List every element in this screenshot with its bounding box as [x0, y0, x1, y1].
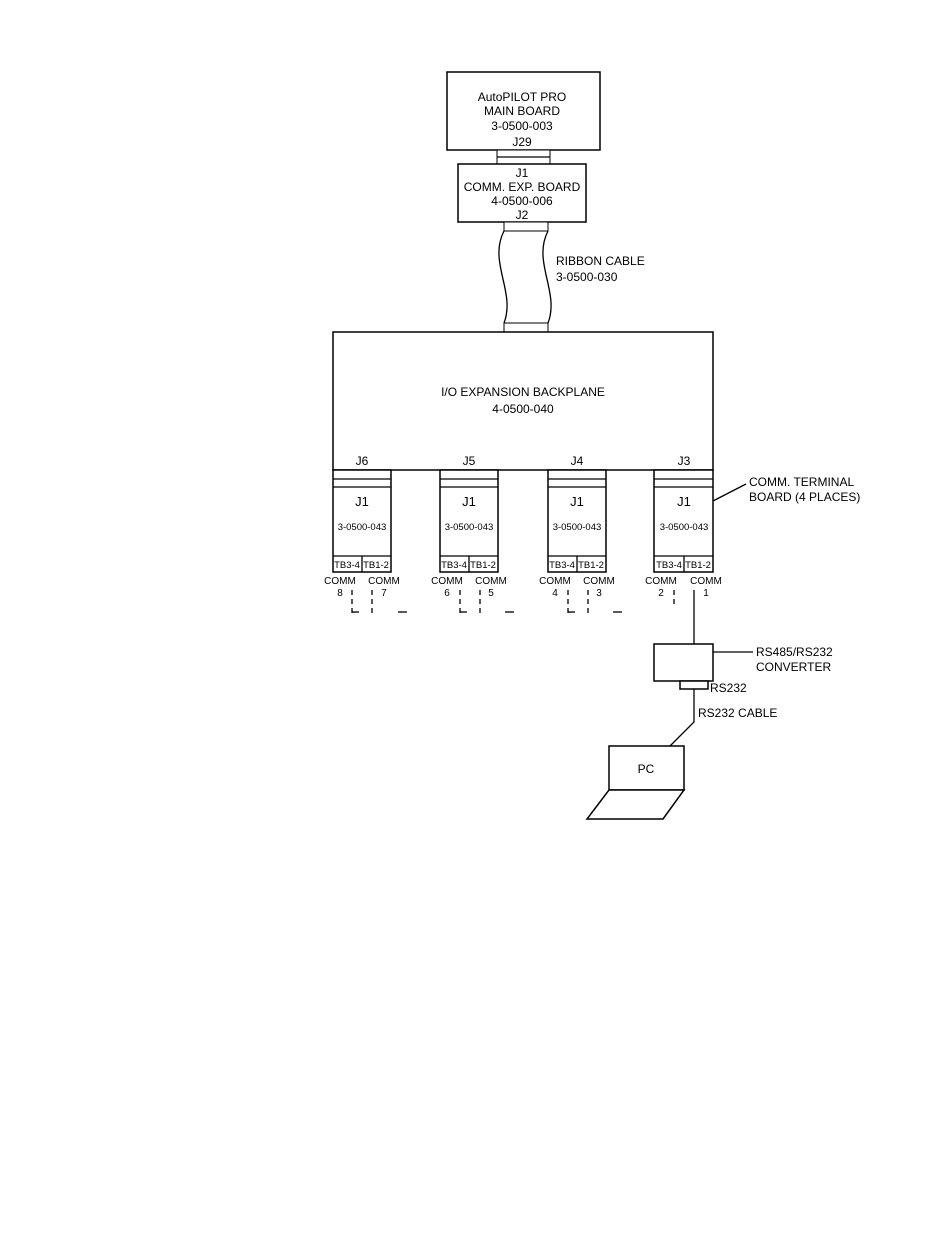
io-expansion-backplane: I/O EXPANSION BACKPLANE 4-0500-040 [332, 331, 714, 471]
terminal-board-j5: J5 J1 3-0500-043 TB3-4 TB1-2 COMM 6 COMM… [431, 454, 514, 617]
terminal-board-j3-connector: J1 [677, 494, 691, 509]
comm-4-label: COMM [539, 576, 571, 587]
backplane-title: I/O EXPANSION BACKPLANE [441, 385, 605, 399]
main-board-part-number: 3-0500-003 [491, 119, 553, 133]
comm-3-number: 3 [596, 588, 602, 599]
terminal-board-j5-tb3-4: TB3-4 [441, 560, 467, 571]
pc-label: PC [638, 762, 655, 776]
rs232-cable-label: RS232 CABLE [698, 706, 777, 720]
terminal-board-j6-part-number: 3-0500-043 [338, 522, 387, 533]
comm-7-label: COMM [368, 576, 400, 587]
terminal-board-j3: J3 J1 3-0500-043 TB3-4 TB1-2 COMM 2 COMM… [645, 454, 722, 644]
terminal-board-j4-part-number: 3-0500-043 [553, 522, 602, 533]
terminal-board-j5-connector: J1 [462, 494, 476, 509]
terminal-board-j6: J6 J1 3-0500-043 TB3-4 TB1-2 COMM 8 COMM… [324, 454, 407, 617]
comm-8-number: 8 [337, 588, 343, 599]
terminal-board-j5-part-number: 3-0500-043 [445, 522, 494, 533]
rs232-cable: RS232 CABLE [669, 689, 777, 747]
slot-label-j6: J6 [356, 454, 369, 468]
terminal-board-j3-part-number: 3-0500-043 [660, 522, 709, 533]
main-board-connector-j29: J29 [512, 135, 532, 149]
terminal-callout-line2: BOARD (4 PLACES) [749, 490, 860, 504]
slot-label-j4: J4 [571, 454, 584, 468]
terminal-board-j3-tb1-2: TB1-2 [685, 560, 711, 571]
main-board-box [446, 71, 601, 151]
comm-exp-board-part-number: 4-0500-006 [491, 194, 553, 208]
comm-5-label: COMM [475, 576, 507, 587]
rs232-port-label: RS232 [710, 681, 747, 695]
comm-exp-board-connector-j1: J1 [516, 166, 529, 180]
comm-exp-board-title: COMM. EXP. BOARD [464, 180, 581, 194]
comm-2-label: COMM [645, 576, 677, 587]
terminal-board-j6-tb1-2: TB1-2 [363, 560, 389, 571]
pc-screen [608, 745, 685, 791]
backplane-part-number: 4-0500-040 [492, 402, 554, 416]
terminal-board-j4-tb1-2: TB1-2 [578, 560, 604, 571]
pc-keyboard-base [585, 789, 686, 820]
converter-box [653, 643, 714, 682]
terminal-board-j4-tb3-4: TB3-4 [549, 560, 575, 571]
terminal-board-j6-connector: J1 [355, 494, 369, 509]
terminal-board-j5-tb1-2: TB1-2 [470, 560, 496, 571]
terminal-board-j4: J4 J1 3-0500-043 TB3-4 TB1-2 COMM 4 COMM… [539, 454, 622, 617]
comm-4-number: 4 [552, 588, 558, 599]
comm-1-label: COMM [690, 576, 722, 587]
terminal-board-j4-connector: J1 [570, 494, 584, 509]
main-board: AutoPILOT PRO MAIN BOARD 3-0500-003 J29 [446, 71, 601, 151]
comm-exp-board-connector-j2: J2 [516, 208, 529, 222]
terminal-board-j3-tb3-4: TB3-4 [656, 560, 682, 571]
rs485-rs232-converter: RS485/RS232 CONVERTER RS232 [653, 643, 833, 695]
pc-laptop: PC [585, 745, 686, 820]
slot-label-j5: J5 [463, 454, 476, 468]
comm-7-number: 7 [381, 588, 387, 599]
ribbon-cable-part-number: 3-0500-030 [556, 270, 618, 284]
comm-6-label: COMM [431, 576, 463, 587]
comm-8-label: COMM [324, 576, 356, 587]
ribbon-cable: RIBBON CABLE 3-0500-030 [498, 221, 645, 333]
comm-5-number: 5 [488, 588, 494, 599]
converter-label-line2: CONVERTER [756, 660, 831, 674]
comm-1-number: 1 [703, 588, 709, 599]
terminal-board-callout: COMM. TERMINAL BOARD (4 PLACES) [712, 475, 860, 504]
rs232-port [679, 680, 709, 690]
terminal-callout-line1: COMM. TERMINAL [749, 475, 854, 489]
j29-j1-connector [496, 149, 551, 165]
comm-3-label: COMM [583, 576, 615, 587]
ribbon-cable-label: RIBBON CABLE [556, 254, 645, 268]
backplane-box [332, 331, 714, 471]
comm-2-number: 2 [658, 588, 664, 599]
comm-exp-board: J1 COMM. EXP. BOARD 4-0500-006 J2 [457, 163, 587, 223]
main-board-title: AutoPILOT PRO [478, 90, 566, 104]
slot-label-j3: J3 [678, 454, 691, 468]
converter-label-line1: RS485/RS232 [756, 645, 833, 659]
comm-6-number: 6 [444, 588, 450, 599]
terminal-board-j6-tb3-4: TB3-4 [334, 560, 360, 571]
main-board-subtitle: MAIN BOARD [484, 104, 560, 118]
